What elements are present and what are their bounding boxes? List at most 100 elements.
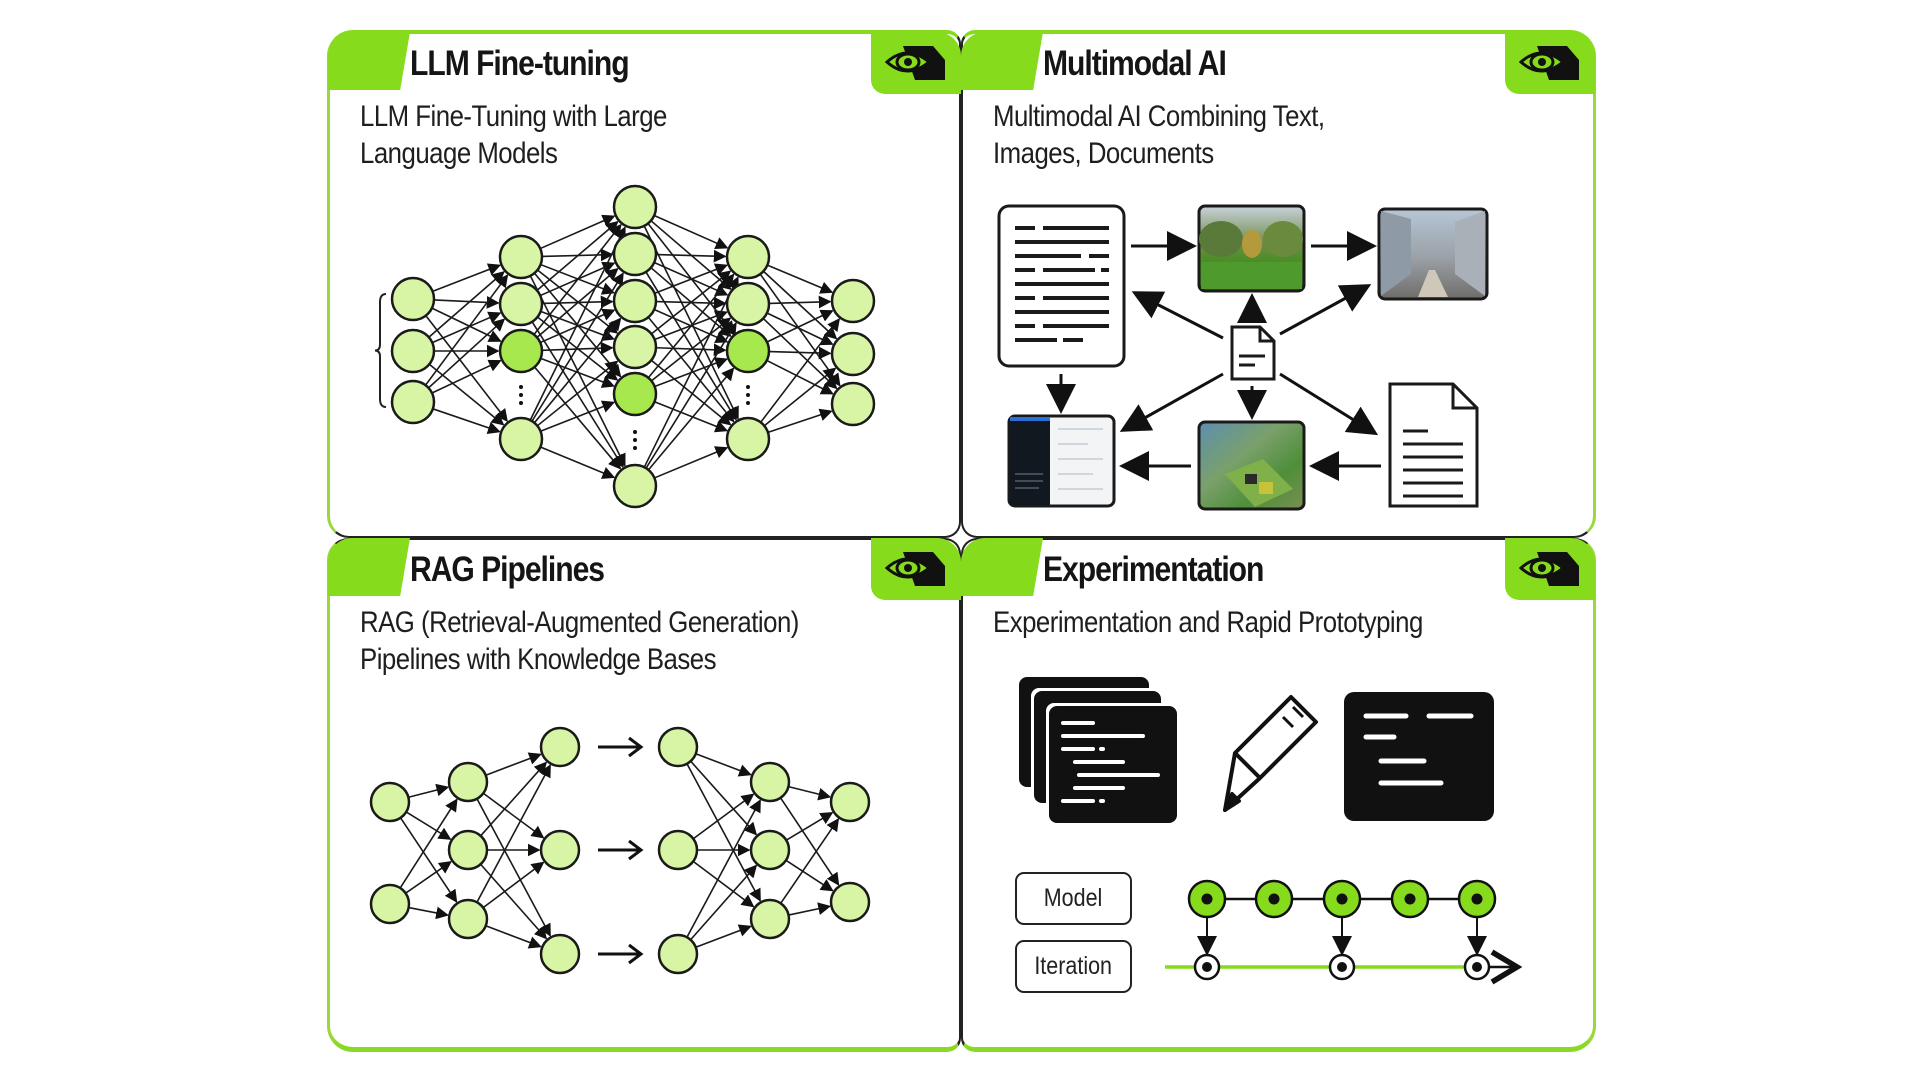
- network-node: [369, 781, 411, 823]
- edge-group: [643, 214, 739, 479]
- edge: [650, 270, 732, 335]
- bridge-arrow-head: [628, 736, 644, 758]
- edge: [431, 359, 502, 394]
- edge: [647, 273, 735, 379]
- network-node: [657, 726, 699, 768]
- network-node: [539, 933, 581, 975]
- park-photo: [1197, 204, 1306, 293]
- logo-tab: [1505, 32, 1595, 94]
- edge: [540, 446, 616, 479]
- edge: [428, 271, 505, 338]
- logo-tab: [871, 538, 961, 600]
- edge: [653, 214, 729, 250]
- network-node: [498, 234, 544, 280]
- card-multimodal-ai: Multimodal AI Multimodal AI Combining Te…: [961, 30, 1596, 538]
- edge: [686, 799, 761, 938]
- card-subtitle: RAG (Retrieval-Augmented Generation) Pip…: [360, 604, 799, 678]
- model-node-center: [1471, 893, 1483, 905]
- edge: [763, 367, 837, 427]
- edge: [428, 318, 506, 389]
- network-node: [829, 781, 871, 823]
- edge: [689, 864, 758, 941]
- network-node: [390, 379, 436, 425]
- edge-group: [779, 785, 840, 916]
- subtitle-line: Multimodal AI Combining Text,: [993, 100, 1325, 133]
- network-node: [725, 234, 771, 280]
- ellipsis-dot: [633, 430, 637, 434]
- edge-group: [686, 753, 761, 948]
- edge: [780, 818, 840, 904]
- edge: [647, 316, 735, 423]
- edge: [432, 263, 502, 293]
- edge-group: [476, 752, 551, 949]
- network-node: [612, 278, 658, 324]
- edge: [692, 860, 755, 908]
- network-node: [725, 328, 771, 374]
- stacked-code-files-icon: [1019, 677, 1177, 823]
- ellipsis-dot: [519, 385, 523, 389]
- edge: [536, 267, 619, 339]
- aerial-photo: [1197, 420, 1306, 511]
- edge: [788, 902, 832, 916]
- edge: [760, 318, 841, 423]
- edge: [785, 811, 834, 841]
- edge: [645, 271, 737, 421]
- edge: [428, 363, 505, 426]
- edge: [531, 272, 624, 422]
- edge: [533, 223, 622, 336]
- edge: [655, 249, 727, 263]
- card-accent-tab: [961, 32, 1043, 90]
- subtitle-line: Experimentation and Rapid Prototyping: [993, 606, 1423, 639]
- edge: [408, 783, 450, 799]
- network-node: [725, 416, 771, 462]
- nvidia-eye-logo-icon: [1519, 552, 1579, 586]
- iteration-label-text: Iteration: [1034, 952, 1113, 980]
- ellipsis-dot: [746, 401, 750, 405]
- ellipsis-dot: [633, 446, 637, 450]
- bridge-arrow-head: [628, 839, 644, 861]
- edge-group: [399, 783, 458, 920]
- edge-group: [759, 264, 841, 434]
- nvidia-eye-logo-icon: [885, 552, 945, 586]
- edge: [645, 322, 737, 469]
- card-title: RAG Pipelines: [410, 550, 605, 589]
- model-node-center: [1404, 893, 1416, 905]
- network-node: [725, 281, 771, 327]
- network-node: [612, 371, 658, 417]
- subtitle-line: LLM Fine-Tuning with Large: [360, 100, 667, 133]
- edge: [431, 311, 502, 344]
- edge: [476, 798, 551, 937]
- network-node: [830, 331, 876, 377]
- network-node: [657, 829, 699, 871]
- card-subtitle: LLM Fine-Tuning with Large Language Mode…: [360, 98, 667, 172]
- edge: [540, 400, 616, 433]
- card-subtitle: Multimodal AI Combining Text, Images, Do…: [993, 98, 1325, 172]
- nvidia-eye-logo-icon: [1519, 46, 1579, 80]
- network-node: [369, 883, 411, 925]
- multimodal-flow-diagram: [997, 204, 1489, 511]
- edge: [405, 811, 452, 840]
- card-subtitle: Experimentation and Rapid Prototyping: [993, 604, 1423, 641]
- network-node: [749, 898, 791, 940]
- bridge-arrows: [598, 736, 644, 965]
- edge: [654, 446, 729, 479]
- edge: [482, 861, 545, 909]
- edge: [766, 312, 834, 346]
- flow-arrow: [1131, 291, 1224, 340]
- subtitle-line: Language Models: [360, 137, 558, 170]
- ellipsis-dot: [519, 401, 523, 405]
- edge: [650, 317, 732, 382]
- edge: [766, 309, 834, 343]
- edge: [482, 792, 545, 839]
- edge: [766, 359, 834, 395]
- bridge-arrow-head: [628, 943, 644, 965]
- model-node-center: [1201, 893, 1213, 905]
- network-node: [447, 761, 489, 803]
- edge: [695, 924, 752, 948]
- edge: [643, 276, 739, 468]
- network-node: [830, 278, 876, 324]
- edge: [424, 274, 509, 386]
- edge: [767, 408, 833, 434]
- network-node: [447, 829, 489, 871]
- ellipsis-dot: [746, 393, 750, 397]
